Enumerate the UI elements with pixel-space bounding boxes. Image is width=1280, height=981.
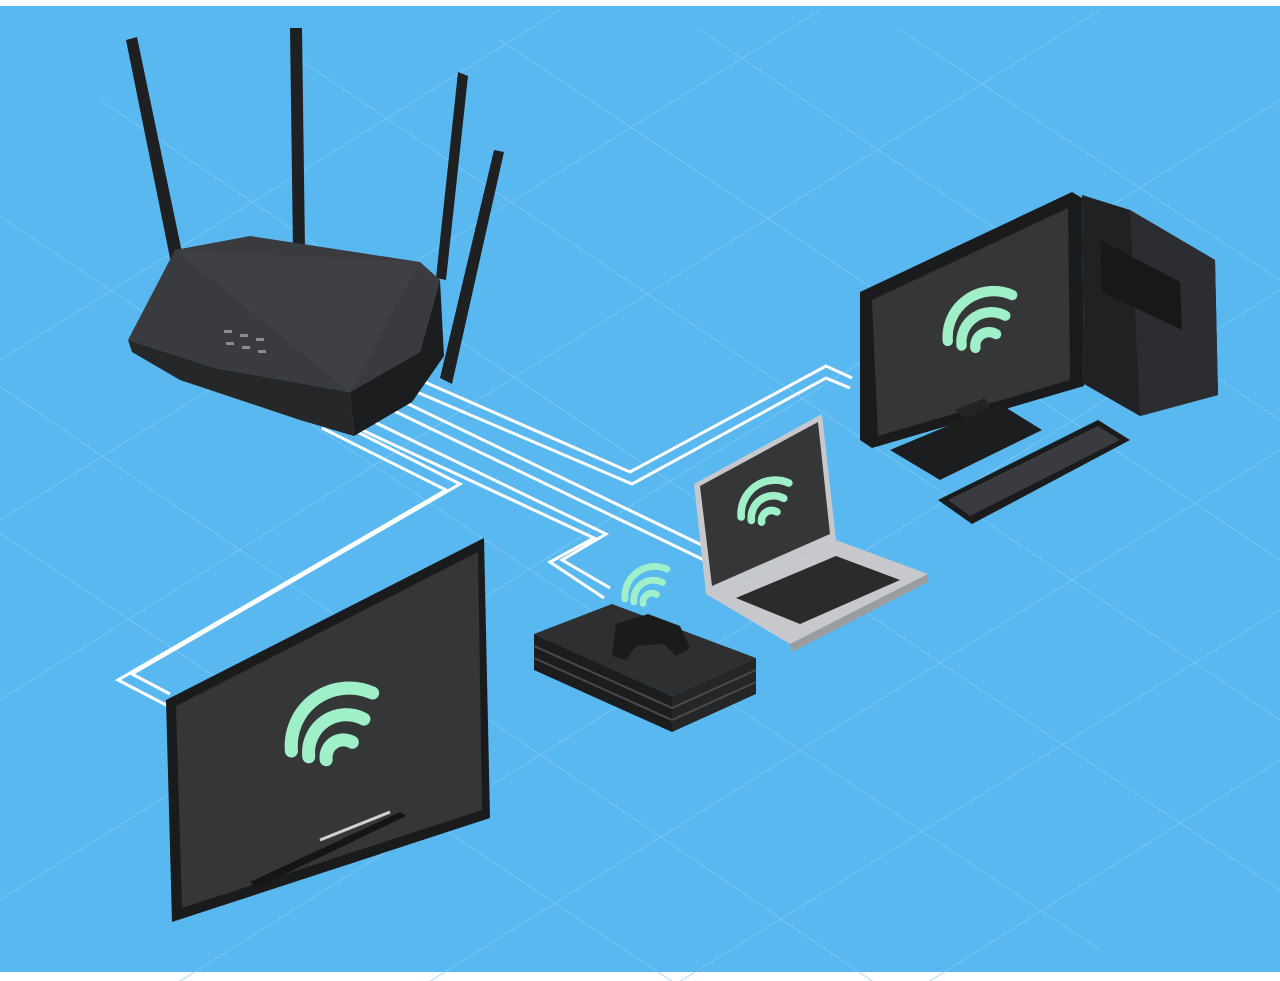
link-router-console xyxy=(369,418,611,590)
router-antenna xyxy=(436,72,468,280)
laptop-icon xyxy=(694,414,928,652)
tv-stand xyxy=(250,812,406,888)
router-antenna xyxy=(440,150,504,384)
console-side xyxy=(672,658,756,732)
router-leds xyxy=(224,330,266,353)
router-icon xyxy=(126,28,504,436)
console-front xyxy=(534,634,672,732)
link-router-desktop xyxy=(419,364,853,474)
router-front xyxy=(128,340,354,436)
laptop-keyboard xyxy=(736,556,900,624)
link-router-laptop xyxy=(399,398,709,550)
tv-screen xyxy=(176,552,482,908)
controller-icon xyxy=(612,614,690,660)
router-side xyxy=(350,280,444,436)
laptop-screen xyxy=(700,422,830,586)
router-antenna xyxy=(126,37,184,268)
top-white-strip xyxy=(0,0,1280,6)
console-top xyxy=(534,604,756,696)
connection-lines xyxy=(114,364,853,708)
television-icon xyxy=(166,538,490,922)
game-console-icon xyxy=(533,604,757,732)
bottom-white-strip xyxy=(0,972,1280,981)
router-antenna xyxy=(290,28,305,252)
link-router-tv xyxy=(128,416,464,696)
